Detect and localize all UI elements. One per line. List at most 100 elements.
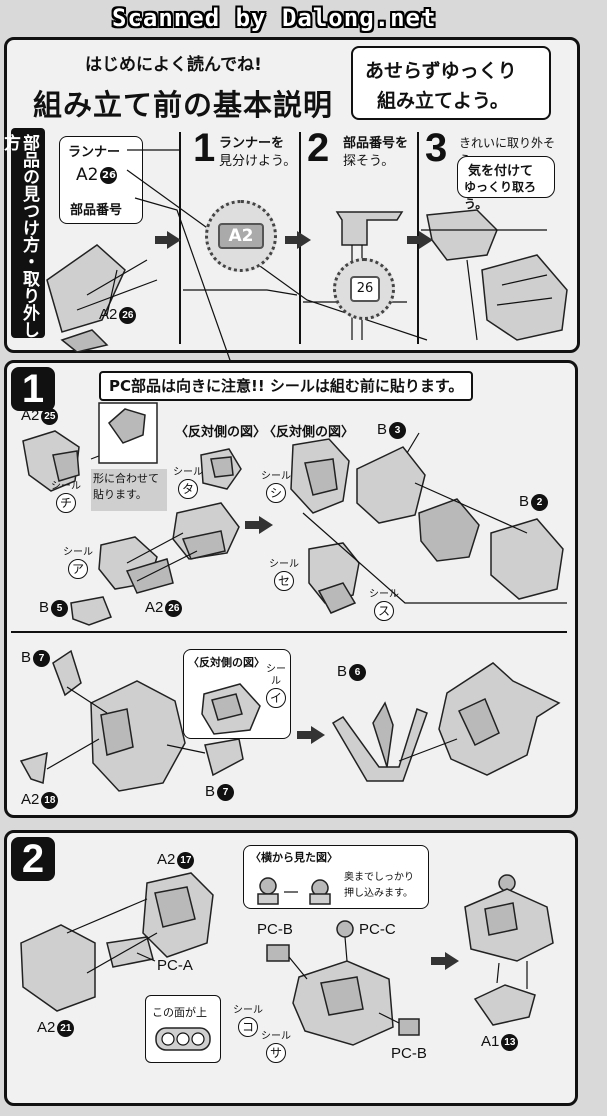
- scan-banner: Scanned by Dalong.net: [0, 0, 607, 36]
- step1-text-b: 見分けよう。: [219, 154, 297, 169]
- label-b7-b-text: B: [205, 783, 216, 800]
- seal-ko-label: シール: [233, 1005, 263, 1016]
- section2-arrow-body: [431, 957, 447, 965]
- label-a1-13-text: A1: [481, 1033, 500, 1050]
- face-up-box: この面が上: [145, 995, 221, 1063]
- step2-text-b: 探そう。: [343, 154, 395, 169]
- seal-a: シール ア: [63, 547, 93, 579]
- seal-se: シール セ: [269, 559, 299, 591]
- seal-i-label: シール: [266, 664, 286, 687]
- label-b3-num: 3: [389, 421, 407, 439]
- label-a2-18-num: 18: [41, 791, 59, 809]
- label-b7-b-num: 7: [217, 783, 235, 801]
- label-pc-a: PC-A: [157, 957, 193, 974]
- label-a2-26-num: 26: [165, 599, 183, 617]
- reverse-view-2-part: [290, 438, 350, 514]
- seal-chi-code: チ: [56, 493, 76, 513]
- seal-su-code: ス: [374, 601, 394, 621]
- bottom-code-num: 26: [119, 306, 137, 324]
- intro-arrow-2-body: [285, 236, 299, 244]
- label-pc-b-1: PC-B: [257, 921, 293, 938]
- v-fin-assembly: [331, 662, 561, 782]
- label-b7-a-num: 7: [33, 649, 51, 667]
- seal-ta: シール タ: [173, 467, 203, 499]
- part-a2-25: [22, 402, 158, 492]
- shape-note-b: 貼ります。: [93, 488, 147, 501]
- legend-code-num: 26: [100, 166, 118, 184]
- intro-arrow-3-body: [407, 236, 421, 244]
- push-note-a: 奥までしっかり: [344, 872, 414, 883]
- section2-number: 2: [11, 837, 55, 881]
- seal-shi-code: シ: [266, 483, 286, 503]
- section1-header: PC部品は向きに注意!! シールは組む前に貼ります。: [99, 371, 474, 401]
- reverse-view-1-part: [200, 448, 242, 490]
- side-label-box: 部品の見つけ方・取り外し方: [0, 128, 45, 338]
- step1-num: 1: [193, 126, 216, 170]
- legend-code-text: A2: [76, 165, 99, 185]
- seal-i: シール イ: [262, 664, 290, 708]
- side-view-inset: 〈横から見た図〉 奥までしっかり 押し込みます。: [243, 845, 429, 909]
- seal-shi-label: シール: [261, 471, 291, 482]
- label-a2-25-text: A2: [21, 407, 40, 424]
- step3-note: 気を付けて ゆっくり取ろう。: [457, 156, 555, 211]
- seal-ko: シール コ: [233, 1005, 263, 1037]
- slogan-line1: あせらずゆっくり: [365, 60, 517, 82]
- slogan-box: あせらずゆっくり 組み立てよう。: [351, 46, 551, 120]
- hand-removing-part: [421, 209, 568, 341]
- step2-text-a: 部品番号を: [343, 136, 409, 151]
- legend-runner: ランナー: [68, 145, 121, 160]
- reverse-view-3-part: [201, 683, 261, 735]
- torso-final-assembly: [464, 874, 554, 1026]
- label-b5-text: B: [39, 599, 50, 616]
- banner-text: Scanned by Dalong.net: [112, 4, 437, 32]
- seal-sa-code: サ: [266, 1043, 286, 1063]
- label-pc-b-2: PC-B: [391, 1045, 427, 1062]
- label-b3-text: B: [377, 421, 388, 438]
- step3-note-b: ゆっくり取ろう。: [464, 180, 537, 211]
- section1-divider: [11, 631, 567, 633]
- reverse-view-1: 〈反対側の図〉: [175, 425, 267, 440]
- torso-left-assembly: [20, 872, 214, 1012]
- label-b5-num: 5: [51, 599, 69, 617]
- section1-arrow-1-body: [245, 521, 261, 529]
- intro-panel: はじめによく読んでね! 組み立て前の基本説明 あせらずゆっくり 組み立てよう。 …: [0, 37, 580, 381]
- runner-frame: [183, 289, 298, 296]
- section1-arrow-1: [259, 516, 273, 534]
- step3-note-a: 気を付けて: [468, 164, 534, 179]
- intro-title: 組み立て前の基本説明: [33, 88, 334, 122]
- pc-a-top-view: [155, 1027, 211, 1051]
- side-label: 部品の見つけ方・取り外し方: [0, 134, 39, 338]
- seal-sa-label: シール: [261, 1031, 291, 1042]
- seal-ta-code: タ: [178, 479, 198, 499]
- seal-a-label: シール: [63, 547, 93, 558]
- step3-num: 3: [425, 126, 448, 170]
- intro-arrow-1-body: [155, 236, 169, 244]
- legend-part-number: 部品番号: [70, 203, 123, 218]
- reverse-view-2: 〈反対側の図〉: [263, 425, 355, 440]
- label-a2-17-num: 17: [177, 851, 195, 869]
- push-note-b: 押し込みます。: [344, 888, 413, 899]
- side-view-diagram: [257, 877, 331, 905]
- runner-tag-a2-label: A2: [218, 223, 264, 249]
- label-a2-26-text: A2: [145, 599, 164, 616]
- assembly-a: [70, 502, 240, 626]
- label-a2-17-text: A2: [157, 851, 176, 868]
- reverse-view-3: 〈反対側の図〉: [188, 656, 265, 669]
- seal-su-label: シール: [369, 589, 399, 600]
- seal-shi: シール シ: [261, 471, 291, 503]
- section1-number: 1: [11, 367, 55, 411]
- seal-ta-label: シール: [173, 467, 203, 478]
- seal-a-code: ア: [68, 559, 88, 579]
- part-tag-26: 26: [333, 258, 395, 320]
- seal-su: シール ス: [369, 589, 399, 621]
- runner-tag-a2: A2: [205, 200, 277, 272]
- shape-note: 形に合わせて 貼ります。: [91, 469, 167, 511]
